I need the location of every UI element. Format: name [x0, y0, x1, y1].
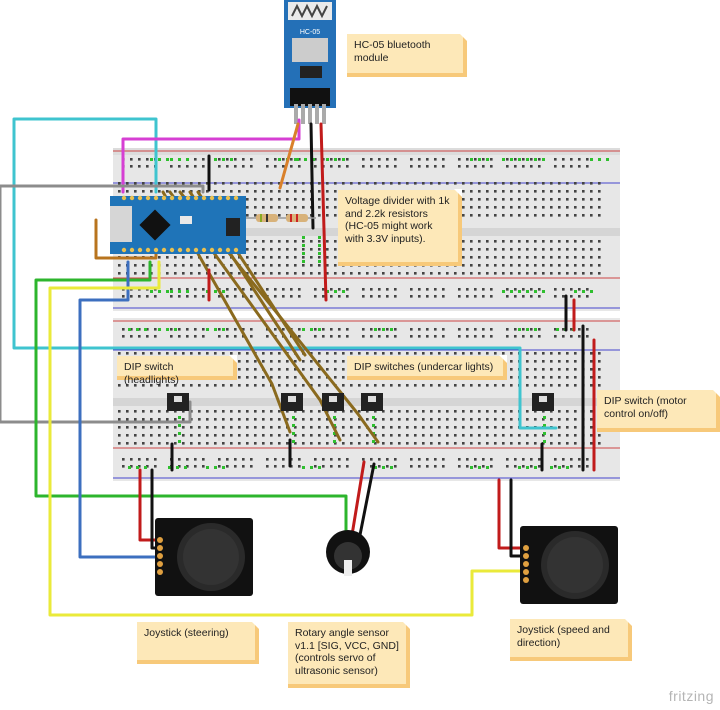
note-rotary: Rotary angle sensor v1.1 [SIG, VCC, GND]… — [288, 621, 410, 688]
note-voltage-divider-text: Voltage divider with 1k and 2.2k resisto… — [345, 195, 450, 245]
note-speed-text: Joystick (speed and direction) — [517, 624, 610, 649]
wire-black-hc — [309, 122, 315, 230]
wire-yellow-1 — [48, 260, 526, 617]
wire-black-j2 — [509, 478, 526, 558]
fritzing-watermark: fritzing — [668, 688, 714, 704]
wire-brown-2 — [168, 190, 342, 442]
wire-black-rot — [358, 462, 376, 537]
note-motor: DIP switch (motor control on/off) — [597, 389, 720, 432]
dip-switch-undercar-1 — [281, 393, 303, 411]
dip-switch-undercar-2 — [322, 393, 344, 411]
wire-red-hc — [319, 122, 328, 302]
dip-switch-motor — [532, 393, 554, 411]
hc05-label: HC-05 — [300, 29, 320, 36]
wire-brown-1 — [161, 190, 292, 434]
arduino-nano — [110, 195, 246, 254]
note-speed: Joystick (speed and direction) — [510, 618, 632, 661]
note-voltage-divider: Voltage divider with 1k and 2.2k resisto… — [338, 189, 462, 266]
dip-switch-headlights — [167, 393, 189, 411]
wire-orange-hc — [278, 122, 300, 190]
active-holes — [128, 158, 609, 469]
note-rotary-text: Rotary angle sensor v1.1 [SIG, VCC, GND]… — [295, 627, 399, 677]
note-steering-text: Joystick (steering) — [144, 627, 229, 639]
joystick-steering — [155, 518, 253, 596]
note-headlights-text: DIP switch (headlights) — [124, 361, 179, 386]
wire-red-rot — [350, 460, 366, 537]
note-undercar-text: DIP switches (undercar lights) — [354, 361, 494, 373]
dip-switch-undercar-3 — [361, 393, 383, 411]
wire-green — [34, 260, 348, 537]
wire-grey — [0, 184, 205, 424]
voltage-divider-resistors — [246, 214, 316, 222]
wire-cyan — [12, 117, 558, 430]
hc05-module: HC-05 — [284, 0, 336, 124]
note-undercar: DIP switches (undercar lights) — [347, 355, 507, 380]
wire-red-j2 — [497, 478, 526, 550]
wires — [0, 117, 596, 617]
note-motor-text: DIP switch (motor control on/off) — [604, 395, 687, 420]
joystick-speed — [520, 526, 618, 604]
wire-magenta — [121, 118, 301, 194]
note-headlights: DIP switch (headlights) — [117, 355, 237, 386]
note-hc05-text: HC-05 bluetooth module — [354, 39, 431, 64]
arduino-pins — [121, 195, 239, 253]
note-steering: Joystick (steering) — [137, 621, 259, 664]
rotary-angle-sensor — [326, 530, 370, 576]
note-hc05: HC-05 bluetooth module — [347, 33, 467, 77]
